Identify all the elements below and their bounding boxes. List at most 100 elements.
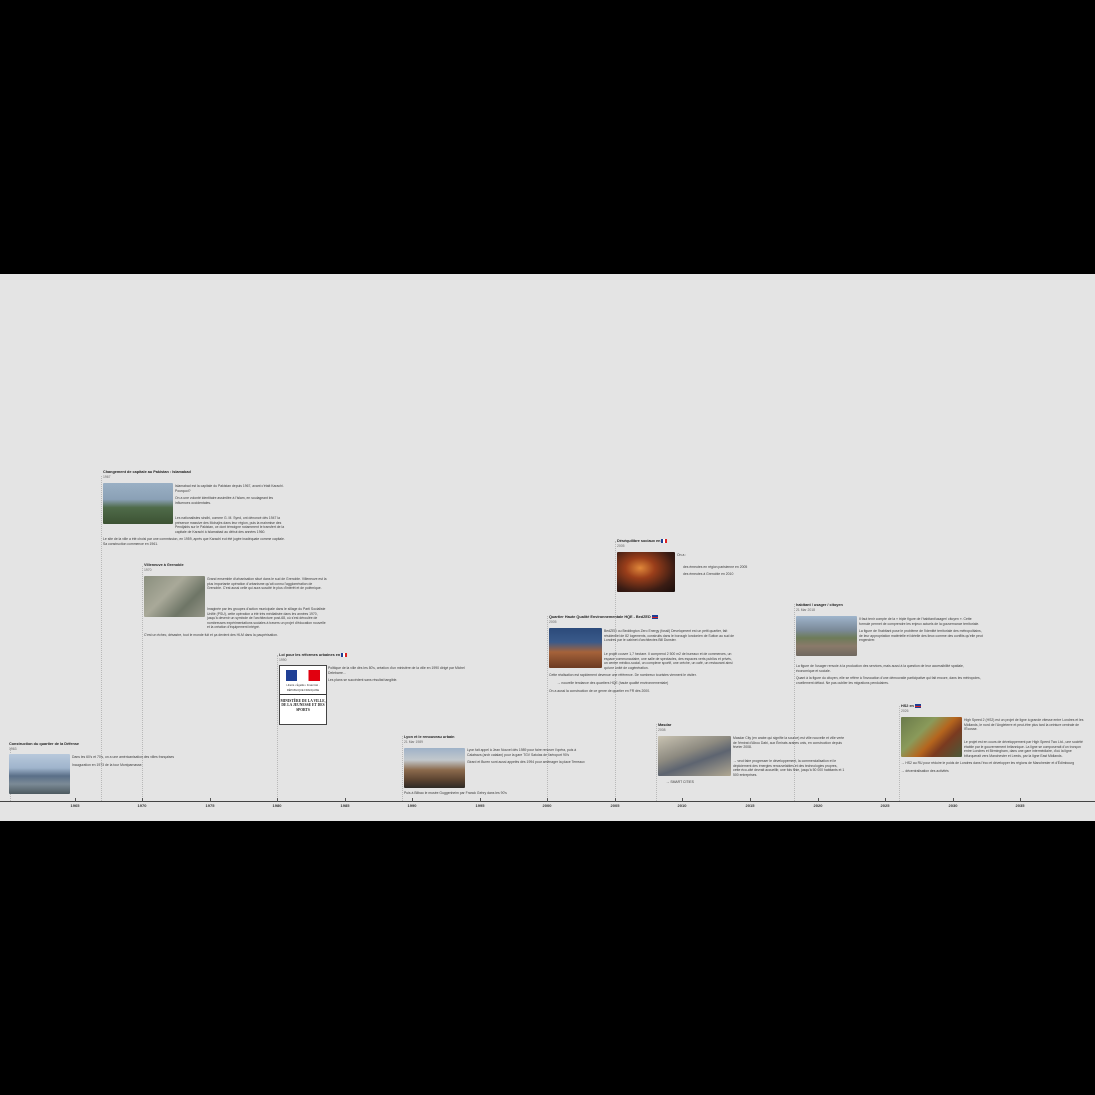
event-description-continued: Imaginée par les groupes d'action munici…	[144, 607, 326, 637]
event-defense[interactable]: Construction du quartier de la Défense 1…	[9, 742, 199, 798]
event-image	[658, 736, 731, 776]
event-title: habitant / usager / citoyen	[796, 603, 843, 607]
axis-tick	[885, 798, 886, 802]
event-description-continued: → veut faire progresser le développement…	[666, 759, 845, 785]
axis-tick	[277, 798, 278, 802]
axis-year-label: 1990	[407, 803, 417, 808]
event-description-continued: Le projet est en cours de développement …	[901, 740, 1083, 773]
connector-habitant	[794, 604, 795, 801]
event-description: Politique de la ville dès les 80's, créa…	[328, 666, 465, 683]
event-image	[144, 576, 205, 617]
event-description-continued: Les nationalistes sindhi, comme G. M. Sy…	[103, 516, 285, 546]
event-date: 1990	[279, 657, 287, 662]
event-title: Lyon et le renouveau urbain	[404, 735, 455, 739]
axis-tick	[615, 798, 616, 802]
axis-tick	[682, 798, 683, 802]
event-date: 1963	[9, 746, 17, 751]
event-description: Il faut tenir compte de la « triple figu…	[859, 617, 983, 643]
connector-villeneuve	[142, 566, 143, 801]
event-description: Islamabad est la capitale du Pakistan de…	[175, 484, 284, 505]
event-description: BedZED ou Beddington Zero Energy (fossil…	[604, 629, 735, 643]
axis-year-label: 2010	[677, 803, 687, 808]
event-image	[549, 628, 602, 668]
axis-year-label: 2035	[1015, 803, 1025, 808]
event-reformes-urbaines[interactable]: Loi pour les réformes urbaines en 1990 L…	[279, 653, 469, 725]
event-islamabad[interactable]: Changement de capitale au Pakistan : Isl…	[103, 470, 293, 560]
event-masdar[interactable]: Masdar 2008 Masdar City (en arabe qui si…	[658, 723, 846, 798]
axis-year-label: 1975	[205, 803, 215, 808]
connector-hs2	[899, 706, 900, 801]
axis-tick	[953, 798, 954, 802]
axis-tick	[750, 798, 751, 802]
connector-reformes	[277, 655, 278, 801]
event-date: 2026	[901, 708, 909, 713]
event-date: 21 Mar 1989	[404, 739, 424, 744]
event-title: Villeneuve à Grenoble	[144, 563, 184, 567]
axis-year-label: 2000	[542, 803, 552, 808]
event-title: Construction du quartier de la Défense	[9, 742, 80, 746]
axis-year-label: 2020	[813, 803, 823, 808]
event-desequilibre-sociaux[interactable]: Déséquilibre sociaux en 2005 On a : des …	[617, 539, 767, 595]
event-description: High Speed 2 (HS2) est un projet de lign…	[964, 718, 1084, 732]
axis-tick	[818, 798, 819, 802]
axis-tick	[412, 798, 413, 802]
connector-masdar	[656, 724, 657, 801]
event-title: HS2 en	[901, 704, 1089, 709]
event-title: Changement de capitale au Pakistan : Isl…	[103, 470, 191, 474]
axis-tick	[547, 798, 548, 802]
event-description: Masdar City (en arabe qui signifie la so…	[733, 736, 845, 750]
event-lyon[interactable]: Lyon et le renouveau urbain 21 Mar 1989 …	[404, 735, 589, 799]
event-date: 1970	[144, 567, 152, 572]
france-flag-icon	[341, 653, 348, 657]
axis-tick	[345, 798, 346, 802]
timeline-canvas: 1965 1970 1975 1980 1985 1990 1995 2000 …	[0, 274, 1095, 821]
axis-tick	[75, 798, 76, 802]
axis-year-label: 2005	[610, 803, 620, 808]
axis-year-label: 1965	[70, 803, 80, 808]
connector-bedzed	[547, 616, 548, 801]
axis-tick	[1020, 798, 1021, 802]
axis-year-label: 1985	[340, 803, 350, 808]
axis-tick	[142, 798, 143, 802]
uk-flag-icon	[914, 704, 921, 708]
event-title: Déséquilibre sociaux en	[617, 539, 767, 544]
event-image	[617, 552, 675, 592]
event-title: Loi pour les réformes urbaines en	[279, 653, 469, 658]
event-date: 2008	[658, 727, 666, 732]
event-bedzed[interactable]: Quartier Haute Qualité Environnementale …	[549, 615, 739, 715]
event-description: Grand ensemble d'urbanisation situé dans…	[207, 577, 327, 591]
uk-flag-icon	[651, 615, 658, 619]
event-date: 2005	[617, 543, 625, 548]
axis-tick	[480, 798, 481, 802]
event-date: 21 Mar 2018	[796, 607, 816, 612]
event-description: Dans les 60's et 70's, on a une américan…	[72, 755, 175, 767]
event-habitant-usager-citoyen[interactable]: habitant / usager / citoyen 21 Mar 2018 …	[796, 603, 986, 698]
connector-desequilibre	[615, 541, 616, 801]
event-date: 2005	[549, 619, 557, 624]
axis-year-label: 1970	[137, 803, 147, 808]
axis-year-label: 1995	[475, 803, 485, 808]
ministry-logo: Liberté • Égalité • Fraternité · RÉPUBLI…	[279, 665, 327, 725]
event-description: Lyon fait appel à Jean Nouvel dès 1989 p…	[467, 748, 585, 765]
axis-year-label: 1980	[272, 803, 282, 808]
connector-islamabad	[101, 476, 102, 801]
event-image	[9, 754, 70, 794]
event-villeneuve[interactable]: Villeneuve à Grenoble 1970 Grand ensembl…	[144, 563, 332, 639]
event-title: Quartier Haute Qualité Environnementale …	[549, 615, 739, 620]
axis-tick	[210, 798, 211, 802]
event-description-continued: La figure de l'usager renvoie à la produ…	[796, 664, 981, 685]
axis-year-label: 2025	[880, 803, 890, 808]
connector-lyon	[402, 736, 403, 801]
event-image	[796, 616, 857, 656]
event-description-continued: Puis à Bilbao le musée Guggenheim par Fr…	[404, 791, 507, 795]
event-image	[404, 748, 465, 788]
event-title: Masdar	[658, 723, 672, 727]
france-flag-icon	[661, 539, 668, 543]
axis-year-label: 2030	[948, 803, 958, 808]
event-hs2[interactable]: HS2 en 2026 High Speed 2 (HS2) est un pr…	[901, 704, 1089, 799]
axis-year-label: 2015	[745, 803, 755, 808]
event-description-continued: Le projet couvre 1,7 hectare. Il compren…	[549, 652, 733, 693]
event-description: On a : des émeutes en région parisienne …	[677, 553, 748, 577]
event-image	[103, 483, 173, 524]
event-date: 1967	[103, 474, 111, 479]
